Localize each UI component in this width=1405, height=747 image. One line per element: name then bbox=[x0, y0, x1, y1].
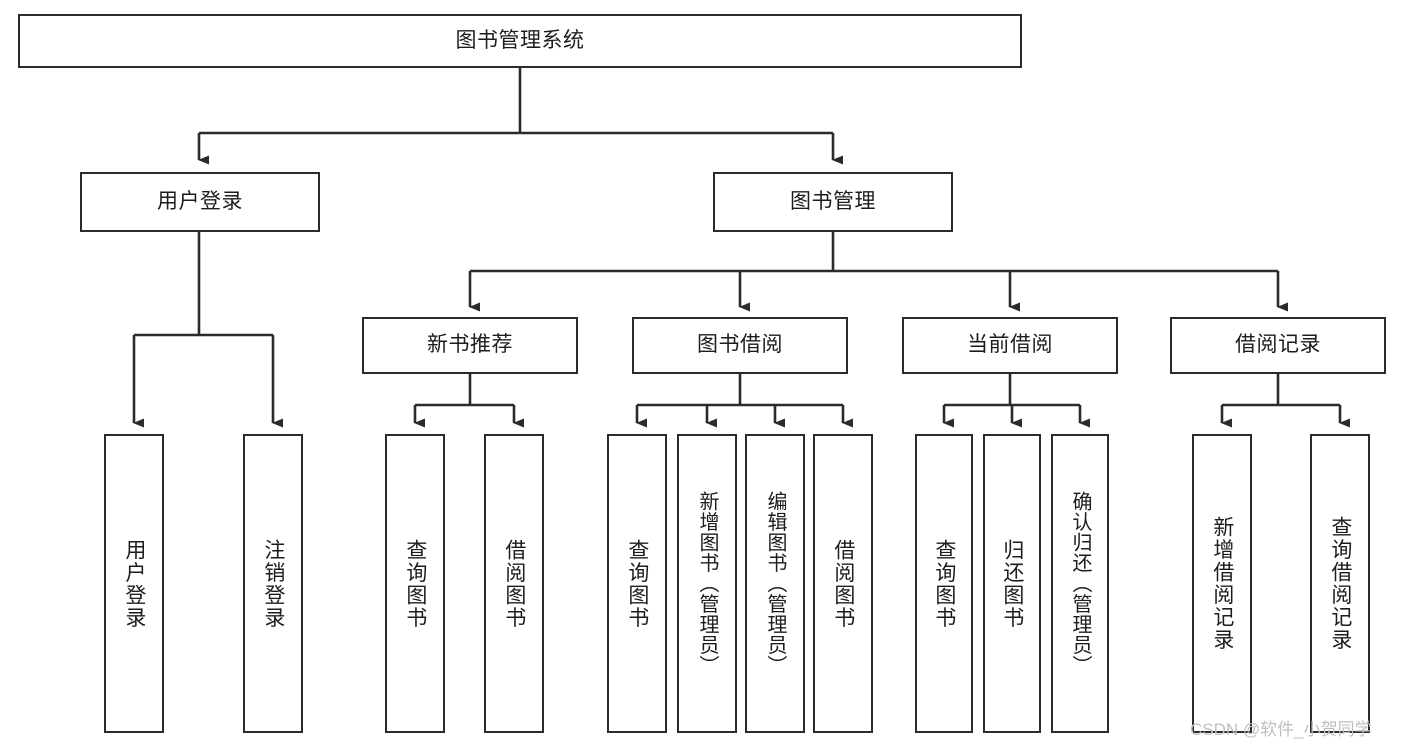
node-book-manage-label: 图书管理 bbox=[790, 189, 876, 213]
node-leaf-borrow-book-1-label: 借阅图书 bbox=[502, 538, 526, 629]
node-user-login[interactable]: 用户登录 bbox=[80, 172, 320, 232]
node-leaf-borrow-book-2[interactable]: 借阅图书 bbox=[813, 434, 873, 733]
node-leaf-query-book-1-label: 查询图书 bbox=[403, 538, 427, 629]
node-borrow-record-label: 借阅记录 bbox=[1235, 333, 1321, 357]
node-leaf-borrow-book-1[interactable]: 借阅图书 bbox=[484, 434, 544, 733]
node-leaf-query-record-label: 查询借阅记录 bbox=[1328, 516, 1352, 651]
node-user-login-label: 用户登录 bbox=[157, 189, 243, 213]
node-new-book-recommend-label: 新书推荐 bbox=[427, 333, 513, 357]
node-leaf-query-book-1[interactable]: 查询图书 bbox=[385, 434, 445, 733]
node-new-book-recommend[interactable]: 新书推荐 bbox=[362, 317, 578, 374]
node-leaf-confirm-return[interactable]: 确认归还（管理员） bbox=[1051, 434, 1109, 733]
node-leaf-borrow-book-2-label: 借阅图书 bbox=[831, 538, 855, 629]
node-borrow-record[interactable]: 借阅记录 bbox=[1170, 317, 1386, 374]
node-leaf-user-login[interactable]: 用户登录 bbox=[104, 434, 164, 733]
node-leaf-query-book-3[interactable]: 查询图书 bbox=[915, 434, 973, 733]
node-leaf-return-book[interactable]: 归还图书 bbox=[983, 434, 1041, 733]
node-root[interactable]: 图书管理系统 bbox=[18, 14, 1022, 68]
node-leaf-add-record[interactable]: 新增借阅记录 bbox=[1192, 434, 1252, 733]
node-leaf-query-book-2[interactable]: 查询图书 bbox=[607, 434, 667, 733]
node-leaf-user-login-label: 用户登录 bbox=[122, 538, 146, 629]
node-current-borrow[interactable]: 当前借阅 bbox=[902, 317, 1118, 374]
node-leaf-query-book-2-label: 查询图书 bbox=[625, 538, 649, 629]
node-leaf-edit-book-label: 编辑图书（管理员） bbox=[764, 491, 786, 676]
node-book-borrow[interactable]: 图书借阅 bbox=[632, 317, 848, 374]
node-leaf-query-book-3-label: 查询图书 bbox=[932, 538, 956, 629]
node-current-borrow-label: 当前借阅 bbox=[967, 333, 1053, 357]
node-leaf-add-book-label: 新增图书（管理员） bbox=[696, 491, 718, 676]
node-leaf-confirm-return-label: 确认归还（管理员） bbox=[1069, 491, 1091, 676]
node-book-borrow-label: 图书借阅 bbox=[697, 333, 783, 357]
csdn-watermark: CSDN @软件_小贺同学 bbox=[1190, 720, 1372, 739]
node-leaf-logout-label: 注销登录 bbox=[261, 538, 285, 629]
node-root-label: 图书管理系统 bbox=[455, 28, 585, 52]
node-book-manage[interactable]: 图书管理 bbox=[713, 172, 953, 232]
node-leaf-logout[interactable]: 注销登录 bbox=[243, 434, 303, 733]
node-leaf-return-book-label: 归还图书 bbox=[1000, 538, 1024, 629]
node-leaf-add-book[interactable]: 新增图书（管理员） bbox=[677, 434, 737, 733]
node-leaf-add-record-label: 新增借阅记录 bbox=[1210, 516, 1234, 651]
node-leaf-query-record[interactable]: 查询借阅记录 bbox=[1310, 434, 1370, 733]
node-leaf-edit-book[interactable]: 编辑图书（管理员） bbox=[745, 434, 805, 733]
